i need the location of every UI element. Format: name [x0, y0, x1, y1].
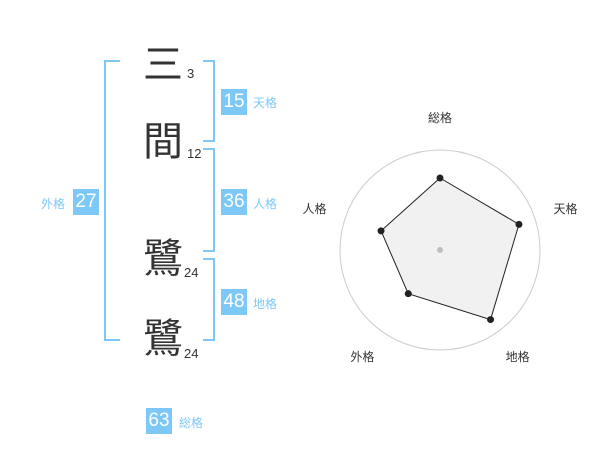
radar-center-dot: [437, 247, 443, 253]
radar-axis-label: 地格: [506, 349, 530, 364]
name-char-3: 鷺: [143, 236, 183, 282]
radar-data-point: [487, 316, 495, 324]
tenkaku-bracket: [203, 60, 215, 142]
radar-data-point: [404, 290, 412, 298]
name-char-1: 三: [143, 42, 183, 88]
gaikaku-bracket: [104, 60, 120, 341]
gaikaku-label: 外格: [41, 197, 66, 211]
tenkaku-label: 天格: [253, 96, 278, 110]
chikaku-value: 48: [221, 289, 247, 315]
radar-data-point: [436, 174, 444, 182]
chikaku-label: 地格: [253, 297, 278, 311]
radar-axis-label: 外格: [350, 349, 374, 364]
soukaku-label: 総格: [179, 416, 204, 430]
radar-axis-label: 総格: [428, 110, 452, 125]
chikaku-bracket: [203, 258, 215, 341]
radar-series: [377, 174, 523, 324]
soukaku-value: 63: [146, 408, 172, 434]
radar-grid: [339, 149, 541, 351]
jinkaku-value: 36: [221, 189, 247, 215]
name-char-4: 鷺: [143, 316, 183, 362]
name-char-4-strokes: 24: [184, 346, 199, 361]
jinkaku-bracket: [203, 148, 215, 252]
radar-data-polygon: [380, 177, 520, 321]
jinkaku-label: 人格: [253, 197, 278, 211]
name-char-2-strokes: 12: [187, 146, 202, 161]
radar-data-point: [515, 220, 523, 228]
tenkaku-value: 15: [221, 89, 247, 115]
gaikaku-value: 27: [73, 189, 99, 215]
radar-data-point: [377, 227, 385, 235]
radar-axis-label: 人格: [302, 201, 326, 216]
name-char-1-strokes: 3: [187, 66, 195, 81]
name-char-3-strokes: 24: [184, 265, 199, 280]
name-char-2: 間: [143, 119, 183, 165]
radar-axis-label: 天格: [554, 201, 578, 216]
